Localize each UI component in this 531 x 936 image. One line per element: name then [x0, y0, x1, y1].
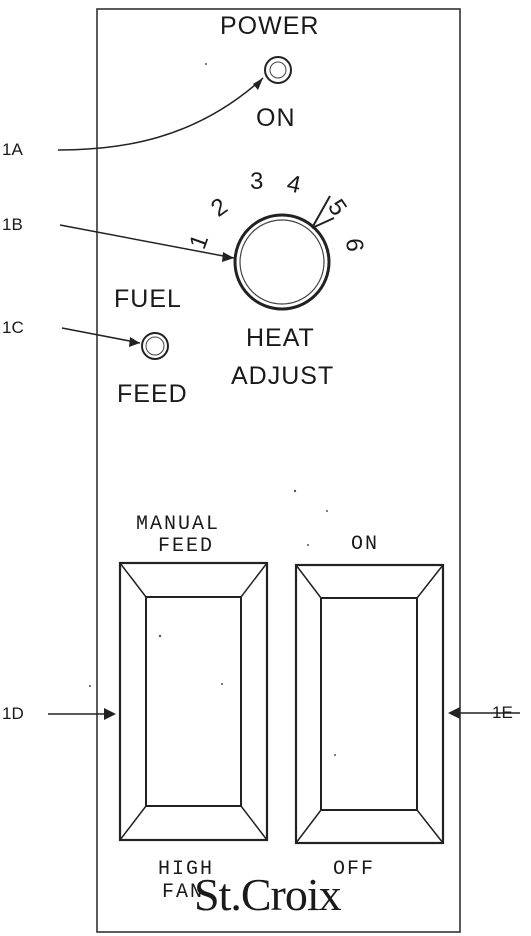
- callout-1e: 1E: [492, 703, 513, 722]
- callout-1b: 1B: [2, 215, 23, 234]
- leader-1b: [59, 224, 235, 259]
- adjust-label: ADJUST: [231, 362, 335, 390]
- manual-feed-label: FEED: [158, 535, 215, 558]
- scan-specks: [89, 63, 336, 756]
- leader-1c: [61, 327, 141, 344]
- leader-1a: [57, 77, 264, 151]
- switch-on-label: ON: [351, 533, 380, 556]
- switch-off-label: OFF: [333, 858, 376, 881]
- callout-1d: 1D: [2, 704, 24, 723]
- dial-number-3: 3: [250, 168, 264, 195]
- high-label: HIGH: [158, 858, 215, 881]
- power-on-label: ON: [256, 104, 296, 132]
- callout-1c: 1C: [2, 318, 24, 337]
- heat-adjust-knob-icon[interactable]: [233, 195, 335, 311]
- fuel-feed-led-icon: [141, 332, 169, 360]
- manual-feed-high-fan-switch-icon[interactable]: [118, 561, 269, 842]
- leader-lines: [48, 77, 520, 715]
- feed-label: FEED: [117, 380, 188, 408]
- callout-1a: 1A: [2, 140, 23, 159]
- manual-label: MANUAL: [136, 513, 221, 536]
- power-label: POWER: [220, 12, 320, 40]
- panel-outline: [96, 8, 461, 933]
- dial-number-6: 6: [340, 237, 369, 253]
- on-off-switch-icon[interactable]: [294, 563, 445, 845]
- fuel-label: FUEL: [114, 285, 182, 313]
- fan-label: FAN: [162, 881, 205, 904]
- leader-arrowheads: [104, 78, 460, 720]
- heat-label: HEAT: [246, 324, 315, 352]
- brand-logo: St.Croix: [194, 869, 342, 920]
- power-led-icon: [264, 56, 292, 84]
